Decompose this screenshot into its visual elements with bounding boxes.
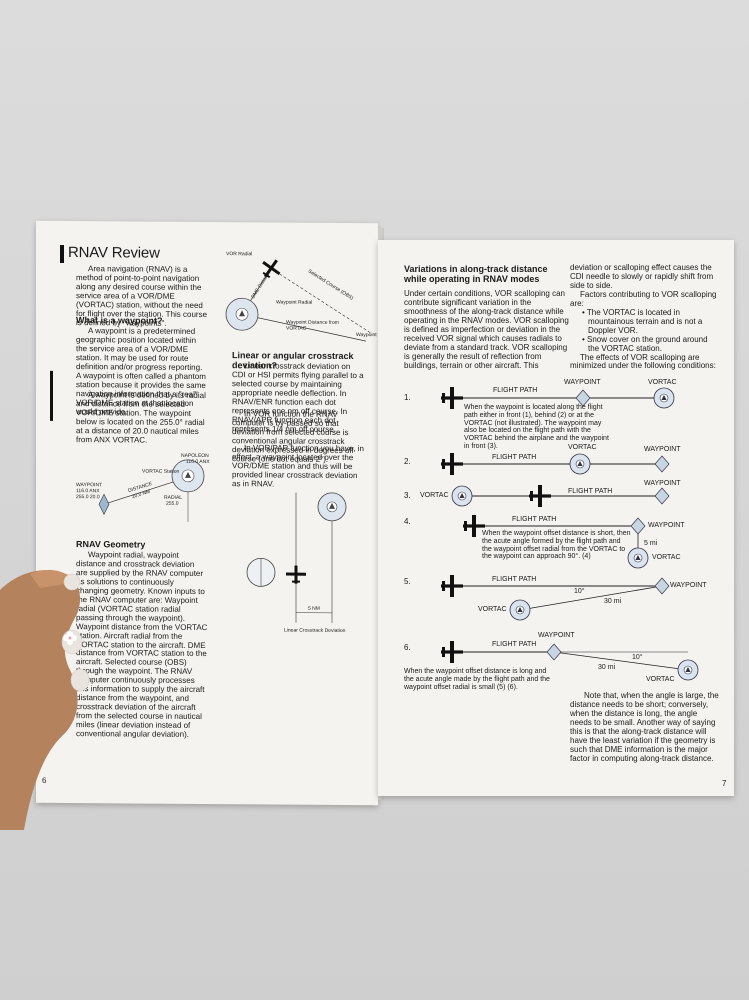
row3-flight-path: FLIGHT PATH — [568, 488, 613, 495]
waypoint-diamond-icon — [546, 643, 562, 661]
row3-waypoint: WAYPOINT — [644, 480, 681, 487]
diag2-waypoint-distance: Waypoint Distance from VORTAC — [286, 319, 339, 332]
geometry-heading: RNAV Geometry — [76, 539, 146, 550]
diag1-vortac-station: VORTAC Station — [142, 468, 180, 475]
waypoint-radial-diagram — [98, 459, 205, 522]
vortac-icon — [569, 453, 591, 475]
diag2-waypoint: Waypoint — [356, 332, 377, 339]
title-bar-mark — [60, 244, 64, 264]
note-1: When the waypoint is located along the f… — [464, 404, 609, 451]
item-4: 4. — [404, 517, 411, 526]
row5-angle: 10° — [574, 588, 585, 595]
right-heading: Variations in along-track distance while… — [404, 264, 548, 285]
vortac-icon — [677, 659, 699, 681]
item-6: 6. — [404, 643, 411, 652]
item-5: 5. — [404, 577, 411, 586]
diag2-waypoint-radial: Waypoint Radial — [276, 299, 313, 306]
vortac-icon — [451, 485, 473, 507]
airplane-icon — [286, 565, 306, 584]
row2-waypoint: WAYPOINT — [644, 446, 681, 453]
margin-bar — [50, 370, 53, 421]
airplane-icon — [529, 485, 551, 507]
item-2: 2. — [404, 457, 411, 466]
crosstrack-paragraph-3: In VOR/PAR function you have, in effect,… — [232, 443, 364, 489]
waypoint-paragraph-2: A waypoint is defined by its radial and … — [76, 390, 206, 445]
col2-line: • Snow cover on the ground around — [582, 334, 708, 344]
note-6: When the waypoint offset distance is lon… — [404, 668, 550, 691]
row5-flight-path: FLIGHT PATH — [492, 576, 537, 583]
row4-distance: 5 mi — [644, 540, 658, 547]
row5-waypoint: WAYPOINT — [670, 582, 707, 589]
page-title: RNAV Review — [68, 244, 160, 262]
diag1-radial-val: 255.0 — [166, 500, 179, 507]
vortac-icon — [653, 387, 675, 409]
hand-holding-book — [0, 569, 90, 830]
col2-line: mountainous terrain and is not a — [588, 316, 703, 326]
col2-line: • The VORTAC is located in — [582, 307, 680, 317]
airplane-icon — [441, 575, 463, 597]
right-page: Variations in along-track distance while… — [378, 240, 734, 796]
right-column-2: deviation or scalloping effect causes th… — [570, 263, 728, 371]
row4-flight-path: FLIGHT PATH — [512, 516, 557, 523]
diag1-wp-val: 255.0 20.0 — [76, 494, 100, 501]
airplane-icon — [441, 387, 463, 409]
col2-line: minimized under the following conditions… — [570, 361, 716, 371]
waypoint-diamond-icon — [654, 487, 670, 505]
diag3-caption: Linear Crosstrack Deviation — [284, 627, 346, 634]
diag3-nm: 5 NM — [308, 605, 320, 612]
row6-vortac: VORTAC — [646, 676, 675, 683]
diag1-freq: 116.0 ANX — [186, 458, 210, 466]
fingernail — [63, 573, 81, 591]
waypoint-diamond-icon — [98, 493, 110, 515]
col2-line: side to side. — [570, 280, 613, 290]
row4-waypoint: WAYPOINT — [648, 522, 685, 529]
col2-line: are: — [570, 298, 584, 308]
vortac-icon — [509, 599, 531, 621]
row1-vortac: VORTAC — [648, 379, 677, 386]
row4-vortac: VORTAC — [652, 554, 681, 561]
row2-flight-path: FLIGHT PATH — [492, 454, 537, 461]
left-page: RNAV Review Area navigation (RNAV) is a … — [36, 220, 378, 806]
rnav-geometry-diagram — [225, 259, 372, 342]
closing-paragraph: Note that, when the angle is large, the … — [570, 691, 719, 763]
col2-line: Factors contributing to VOR scalloping — [580, 289, 717, 299]
row6-flight-path: FLIGHT PATH — [492, 641, 537, 648]
col2-line: CDI needle to slowly or rapidly shift fr… — [570, 271, 714, 281]
row1-flight-path: FLIGHT PATH — [493, 387, 538, 394]
diag2-vor-radial: VOR Radial — [226, 251, 253, 258]
row1-waypoint: WAYPOINT — [564, 379, 601, 386]
row6-distance: 30 mi — [598, 664, 616, 671]
col2-line: Doppler VOR. — [588, 325, 638, 335]
waypoint-geometry-figure — [441, 387, 699, 681]
row2-vortac: VORTAC — [568, 444, 597, 451]
row5-vortac: VORTAC — [478, 606, 507, 613]
waypoint-diamond-icon — [630, 517, 646, 535]
note-4: When the waypoint offset distance is sho… — [482, 530, 631, 561]
row3-vortac: VORTAC — [420, 492, 449, 499]
fingernail — [70, 668, 90, 692]
page-number-right: 7 — [722, 779, 727, 788]
waypoint-diamond-icon — [654, 455, 670, 473]
linear-crosstrack-diagram — [246, 492, 347, 623]
airplane-icon — [262, 259, 281, 279]
flower-icon — [63, 631, 77, 645]
item-1: 1. — [404, 393, 411, 402]
col2-line: deviation or scalloping effect causes th… — [570, 263, 712, 272]
item-3: 3. — [404, 491, 411, 500]
airplane-icon — [441, 641, 463, 663]
col2-line: The effects of VOR scalloping are — [580, 352, 700, 362]
col2-line: the VORTAC station. — [588, 343, 662, 353]
geometry-paragraph: Waypoint radial, waypoint distance and c… — [76, 550, 208, 739]
row6-waypoint: WAYPOINT — [538, 632, 575, 639]
waypoint-diamond-icon — [654, 577, 670, 595]
airplane-icon — [441, 453, 463, 475]
row6-angle: 10° — [632, 654, 643, 661]
waypoint-heading: What is a waypoint? — [76, 315, 163, 326]
right-column-1: Under certain conditions, VOR scalloping… — [404, 289, 569, 370]
row5-distance: 30 mi — [604, 598, 622, 605]
